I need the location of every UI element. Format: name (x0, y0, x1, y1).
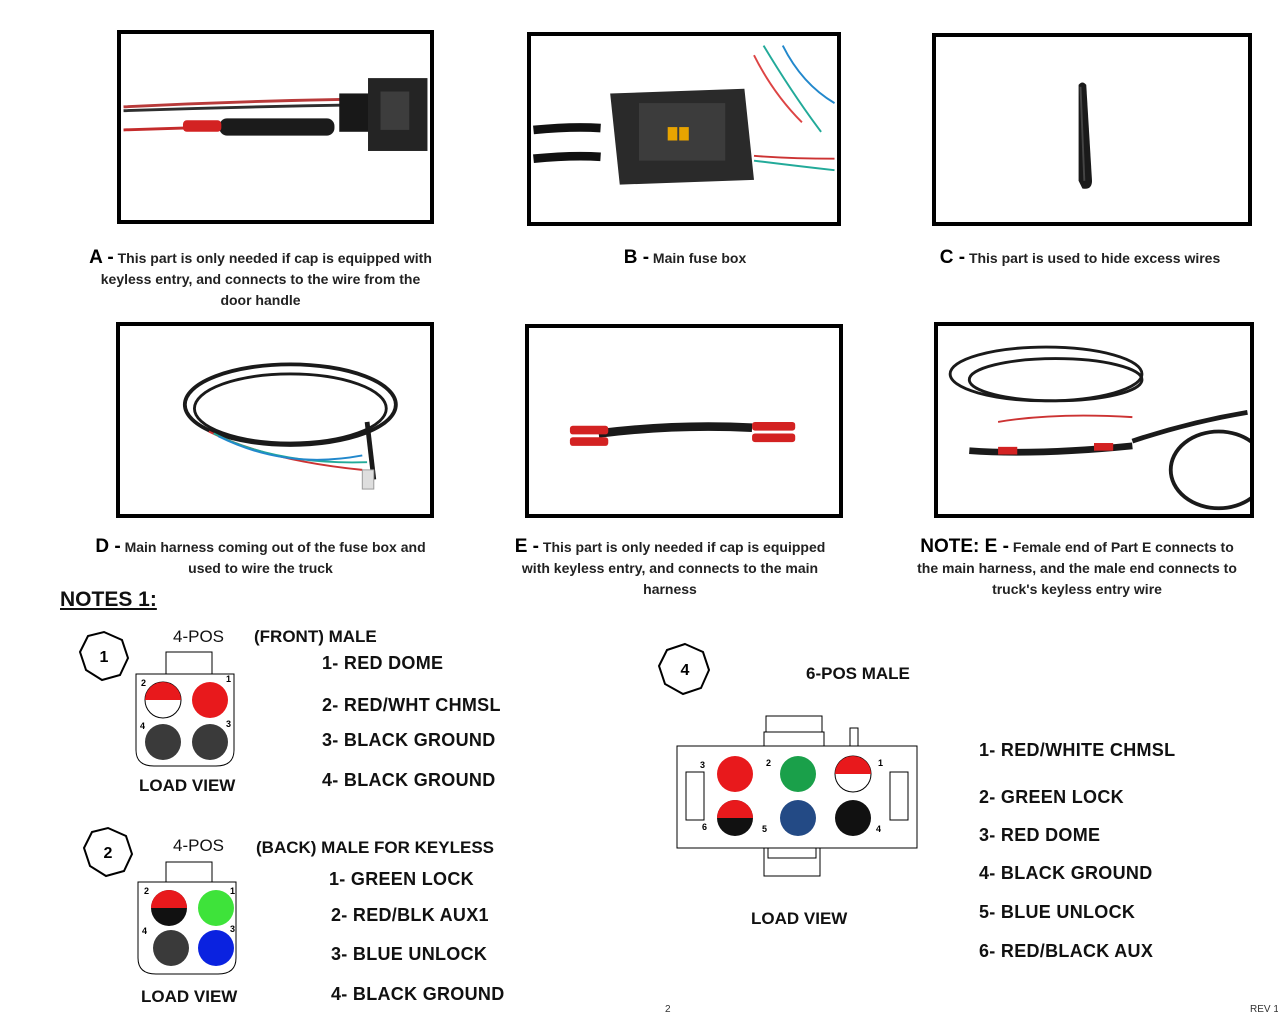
c4-pin5-num: 5 (762, 824, 767, 834)
c2-pin2-red (151, 890, 187, 908)
connector-4-heading: 6-POS MALE (806, 664, 910, 683)
c4-pin-label-1: 1- RED/WHITE CHMSL (979, 740, 1176, 760)
c2-pin-label-3: 3- BLUE UNLOCK (331, 944, 488, 964)
c1-pin4 (145, 724, 181, 760)
c1-pin3-num: 3 (226, 719, 231, 729)
c4-pin4 (835, 800, 871, 836)
c1-pin3 (192, 724, 228, 760)
c4-pin-label-3: 3- RED DOME (979, 825, 1101, 845)
c4-pin6-red (717, 800, 753, 818)
connector-2-pos: 4-POS (173, 836, 225, 855)
c2-pin3-num: 3 (230, 924, 235, 934)
c1-pin-label-4: 4- BLACK GROUND (322, 770, 496, 790)
caption-part-e-note: NOTE: E - Female end of Part E connects … (917, 536, 1237, 597)
fuse-box-image (533, 36, 836, 222)
caption-part-e: E - This part is only needed if cap is e… (514, 536, 826, 597)
connector-2-badge (82, 826, 134, 878)
harness-a-image (123, 34, 428, 220)
harness-connection-image (940, 326, 1250, 514)
connector-4-diagram: 3 2 1 6 5 4 (676, 715, 918, 877)
page-number: 2 (665, 1004, 671, 1015)
connector-1-pos: 4-POS (173, 627, 225, 646)
connector-2-view: LOAD VIEW (141, 987, 238, 1006)
revision-label: REV 1 (1250, 1004, 1278, 1015)
c1-pin2-num: 2 (141, 678, 146, 688)
c4-pin4-num: 4 (876, 824, 881, 834)
c4-pin2 (780, 756, 816, 792)
c4-pin3-num: 3 (700, 760, 705, 770)
c4-pin1-num: 1 (878, 758, 883, 768)
c1-pin-label-2: 2- RED/WHT CHMSL (322, 695, 501, 715)
photo-part-a (117, 30, 434, 224)
c2-pin-label-2: 2- RED/BLK AUX1 (331, 905, 489, 925)
main-harness-image (122, 326, 428, 514)
connector-4-number: 4 (681, 662, 690, 679)
caption-part-b: B - Main fuse box (623, 247, 747, 268)
c4-pin2-num: 2 (766, 758, 771, 768)
connector-1-number: 1 (100, 649, 109, 666)
photo-part-d (116, 322, 434, 518)
c1-pin-label-3: 3- BLACK GROUND (322, 730, 496, 750)
keyless-adapter-image (531, 328, 837, 514)
c1-pin-label-1: 1- RED DOME (322, 653, 444, 673)
c4-pin-label-2: 2- GREEN LOCK (979, 787, 1124, 807)
c2-pin-label-4: 4- BLACK GROUND (331, 984, 505, 1004)
c1-pin1-num: 1 (226, 674, 231, 684)
notes-title: NOTES 1: (60, 588, 157, 611)
c4-pin-label-5: 5- BLUE UNLOCK (979, 902, 1136, 922)
c2-pin4-num: 4 (142, 926, 147, 936)
c4-pin3 (717, 756, 753, 792)
c4-pin1-red (835, 756, 871, 774)
connector-2-diagram: 2 2 1 4 3 (82, 826, 237, 975)
wire-cover-image (938, 37, 1246, 222)
connector-1-heading: (FRONT) MALE (254, 627, 377, 646)
c2-pin3 (198, 930, 234, 966)
c1-pin1 (192, 682, 228, 718)
connector-1-diagram: 1 2 1 4 3 (78, 630, 235, 767)
photo-part-e (525, 324, 843, 518)
connector-4-view: LOAD VIEW (751, 909, 848, 928)
c2-pin4 (153, 930, 189, 966)
photo-part-e-note (934, 322, 1254, 518)
connector-1-view: LOAD VIEW (139, 776, 236, 795)
connector-1-badge (78, 630, 130, 682)
c4-pin-label-6: 6- RED/BLACK AUX (979, 941, 1154, 961)
c2-pin2-num: 2 (144, 886, 149, 896)
photo-part-c (932, 33, 1252, 226)
caption-part-d: D - Main harness coming out of the fuse … (95, 536, 426, 576)
c1-pin4-num: 4 (140, 721, 145, 731)
connector-4-badge (657, 642, 711, 696)
c2-pin1 (198, 890, 234, 926)
caption-part-c: C - This part is used to hide excess wir… (939, 247, 1221, 268)
c1-pin2-red (145, 682, 181, 700)
caption-part-a: A - This part is only needed if cap is e… (89, 247, 432, 308)
c2-pin-label-1: 1- GREEN LOCK (329, 869, 474, 889)
photo-part-b (527, 32, 841, 226)
c4-pin6-num: 6 (702, 822, 707, 832)
connector-2-heading: (BACK) MALE FOR KEYLESS (256, 838, 494, 857)
connector-2-number: 2 (104, 845, 113, 862)
c4-pin5 (780, 800, 816, 836)
connector-4-badge-svg: 4 (657, 642, 711, 696)
c4-pin-label-4: 4- BLACK GROUND (979, 863, 1153, 883)
c2-pin1-num: 1 (230, 886, 235, 896)
